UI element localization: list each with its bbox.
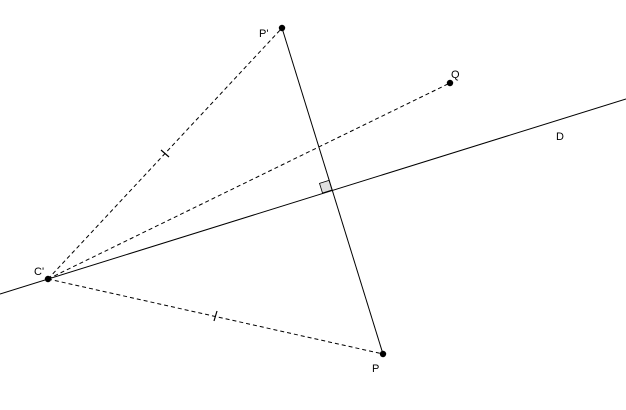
- label-line-d: D: [556, 131, 564, 143]
- point-q[interactable]: [446, 79, 454, 87]
- dashed-c-prime-q: [47, 82, 451, 280]
- point-p[interactable]: [379, 350, 387, 358]
- label-p: P: [372, 363, 379, 375]
- line-d: [0, 98, 626, 295]
- label-q: Q: [451, 69, 460, 81]
- segment-p-p-prime: [281, 27, 384, 355]
- right-angle-marker: [318, 179, 333, 194]
- label-c-prime: C': [34, 266, 44, 278]
- equal-length-tick-1: [160, 149, 170, 158]
- label-p-prime: P': [259, 28, 268, 40]
- equal-length-tick-2: [213, 310, 218, 322]
- point-p-prime[interactable]: [278, 24, 286, 32]
- point-c-prime[interactable]: [44, 275, 52, 283]
